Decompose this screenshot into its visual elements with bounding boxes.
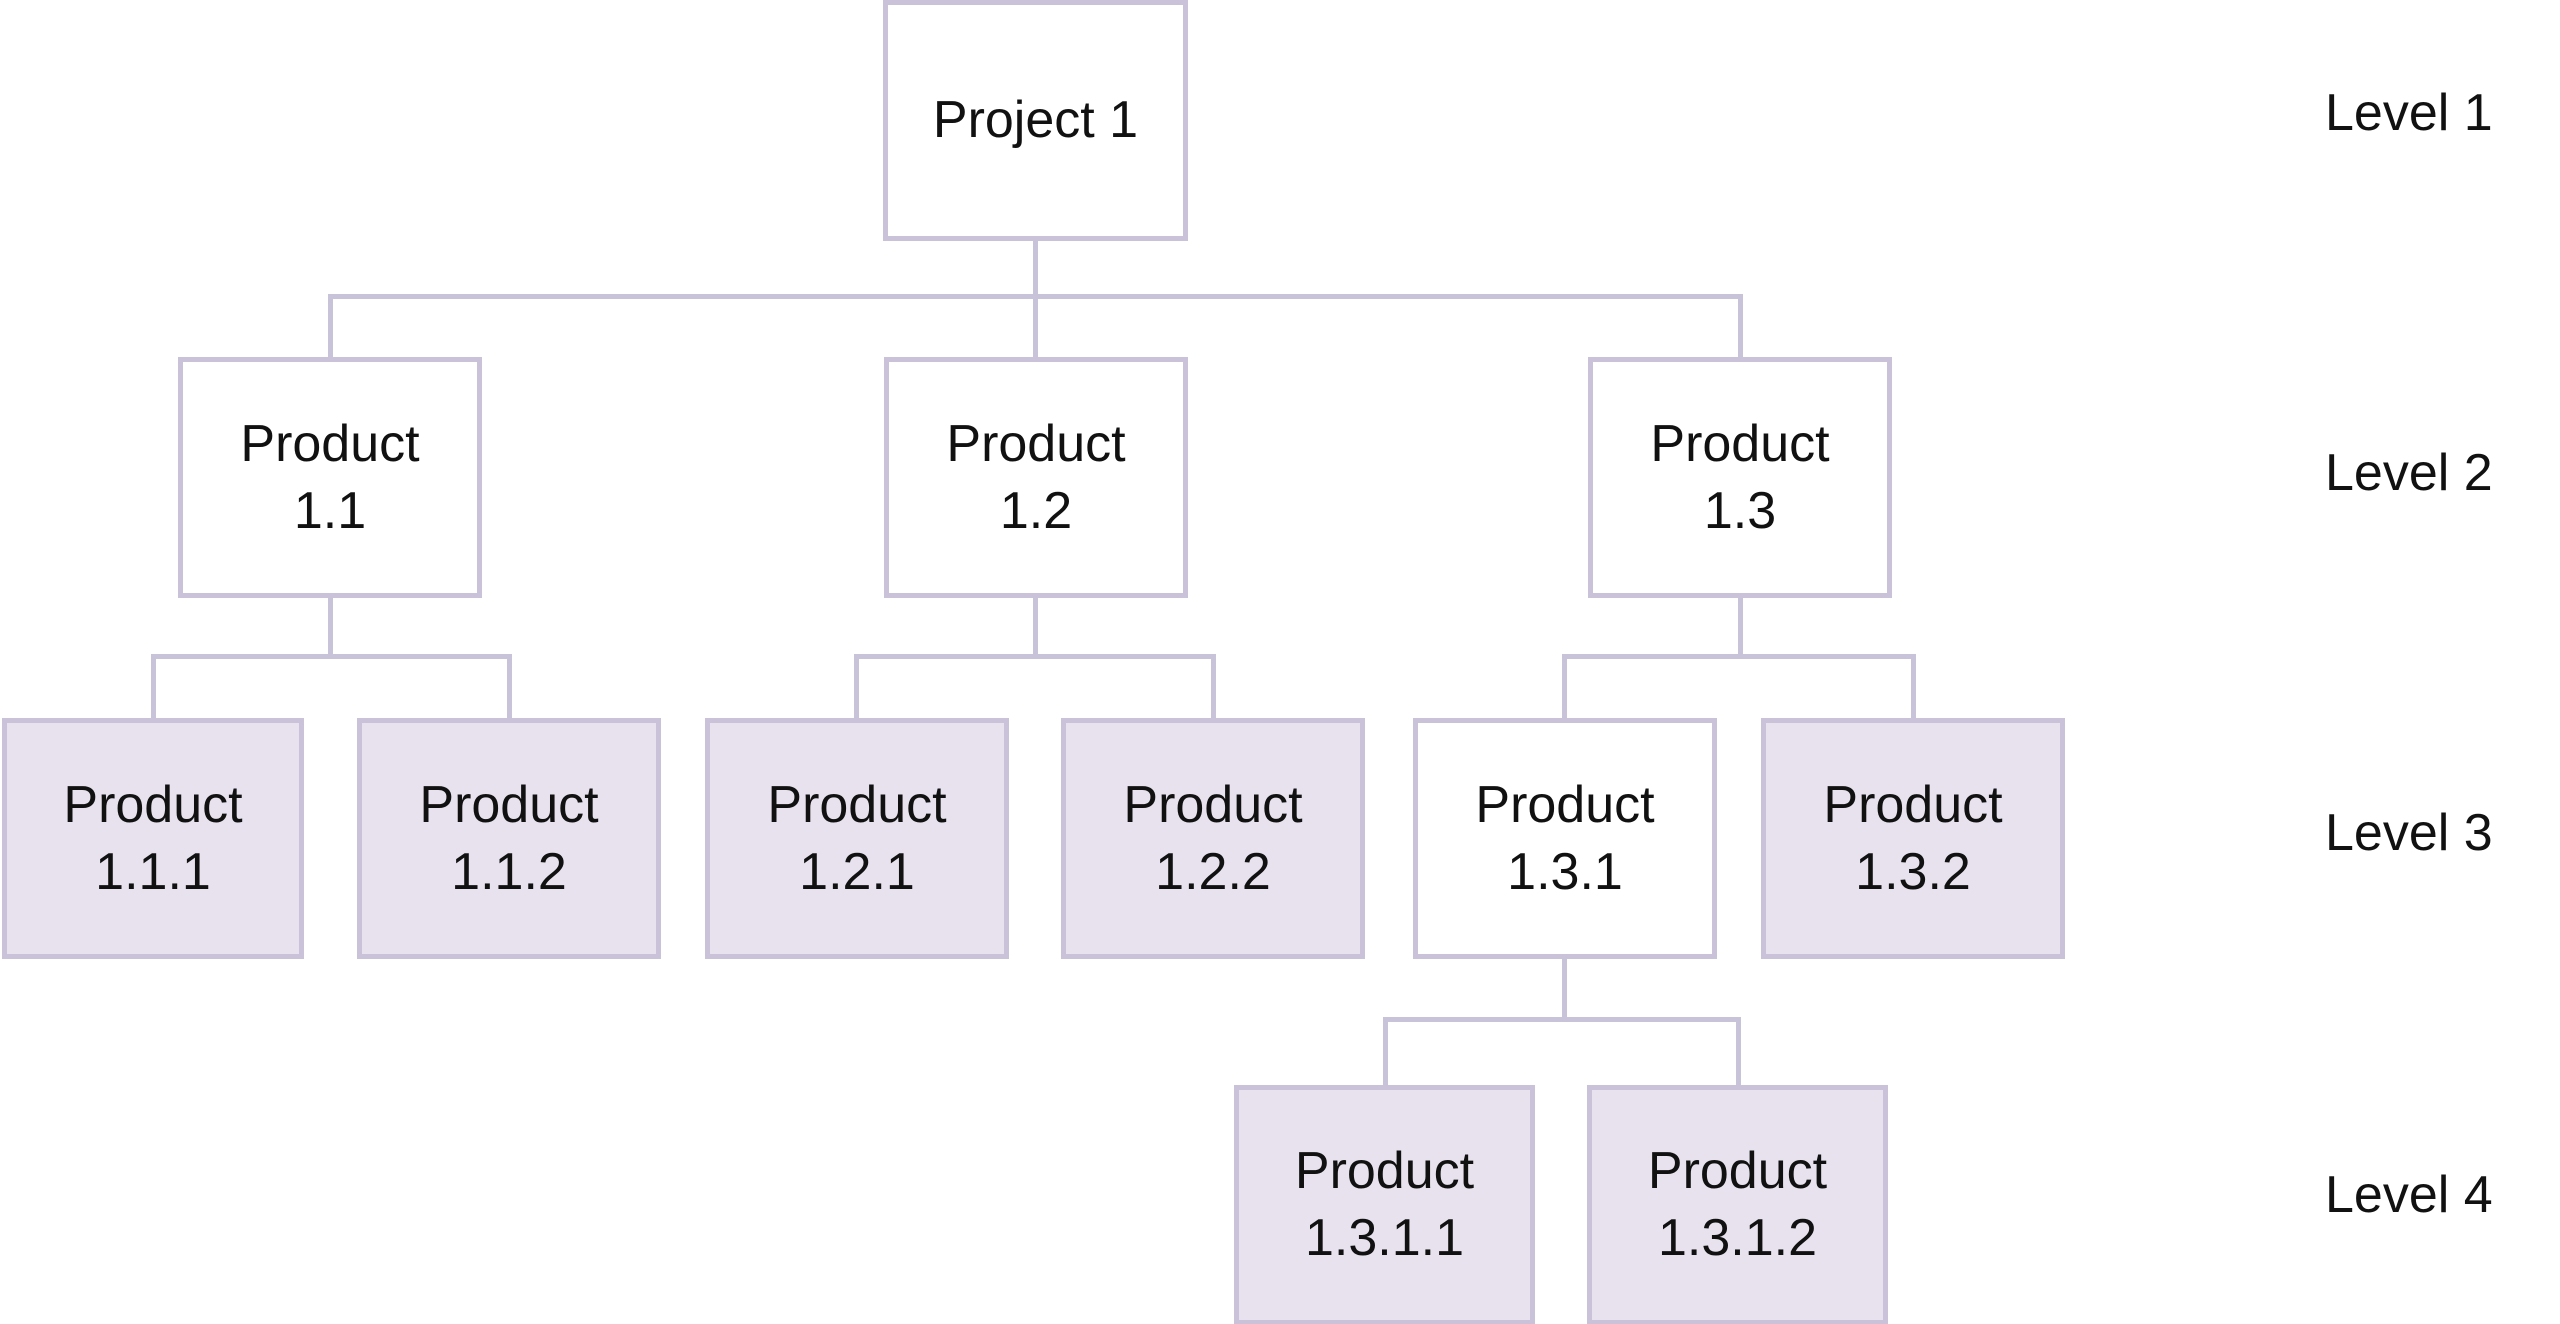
connector-drop-1-1-2	[507, 654, 512, 718]
connector-drop-1-3-2	[1911, 654, 1916, 718]
node-product-1-1: Product 1.1	[178, 357, 482, 598]
node-product-1-3-1-2: Product 1.3.1.2	[1587, 1085, 1888, 1324]
connector-drop-1-2-1	[854, 654, 859, 718]
connector-level2-drop-1-1	[328, 294, 333, 357]
connector-product13-riser	[1738, 597, 1743, 657]
connector-drop-1-3-1-2	[1736, 1017, 1741, 1085]
node-product-1-3-1: Product 1.3.1	[1413, 718, 1717, 959]
connector-product12-bar	[854, 654, 1216, 659]
level-label-3: Level 3	[2325, 804, 2493, 862]
node-product-1-3-1-1: Product 1.3.1.1	[1234, 1085, 1535, 1324]
node-product-1-3-2: Product 1.3.2	[1761, 718, 2065, 959]
node-product-1-1-2: Product 1.1.2	[357, 718, 661, 959]
connector-drop-1-3-1-1	[1383, 1017, 1388, 1085]
level-label-1: Level 1	[2325, 84, 2493, 142]
node-product-1-2-2: Product 1.2.2	[1061, 718, 1365, 959]
connector-level2-drop-1-3	[1738, 294, 1743, 357]
connector-product131-riser	[1562, 958, 1567, 1020]
connector-level2-drop-1-2	[1033, 294, 1038, 357]
node-product-1-3: Product 1.3	[1588, 357, 1892, 598]
node-product-1-1-1: Product 1.1.1	[2, 718, 304, 959]
node-product-1-2: Product 1.2	[884, 357, 1188, 598]
connector-product12-riser	[1033, 597, 1038, 657]
level-label-2: Level 2	[2325, 444, 2493, 502]
node-project-1: Project 1	[883, 0, 1188, 241]
connector-drop-1-1-1	[151, 654, 156, 718]
node-product-1-2-1: Product 1.2.1	[705, 718, 1009, 959]
connector-product11-bar	[151, 654, 512, 659]
connector-product131-bar	[1383, 1017, 1741, 1022]
connector-project1-riser	[1033, 240, 1038, 298]
connector-product13-bar	[1562, 654, 1916, 659]
connector-product11-riser	[328, 597, 333, 657]
level-label-4: Level 4	[2325, 1166, 2493, 1224]
connector-drop-1-3-1	[1562, 654, 1567, 718]
connector-drop-1-2-2	[1211, 654, 1216, 718]
